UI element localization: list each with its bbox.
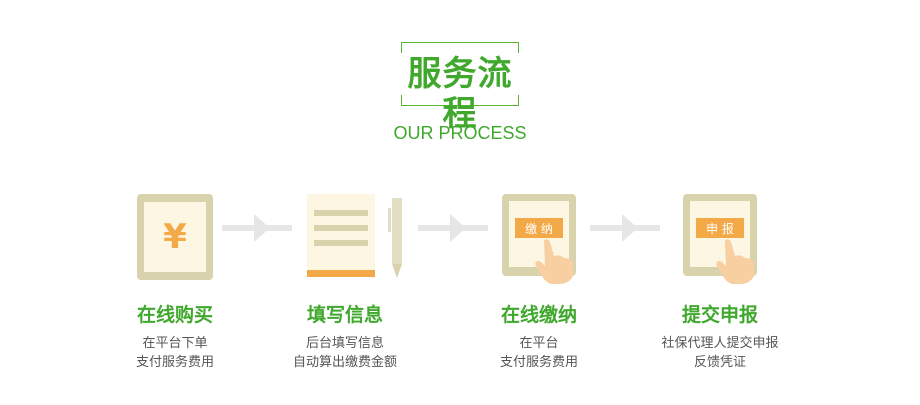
notepad-pen-icon bbox=[255, 190, 435, 286]
yuan-tablet-icon: ¥ bbox=[85, 190, 265, 286]
page-subtitle: OUR PROCESS bbox=[393, 123, 527, 143]
step-name: 提交申报 bbox=[681, 304, 758, 326]
step-desc: 社保代理人提交申报 反馈凭证 bbox=[661, 336, 779, 370]
step-online-payment: 缴 纳 在线缴纳 在平台 支付服务费用 bbox=[449, 190, 629, 370]
step-desc: 在平台下单 支付服务费用 bbox=[135, 336, 214, 370]
step-name: 在线缴纳 bbox=[500, 304, 577, 326]
button-label: 缴 纳 bbox=[525, 221, 553, 236]
arrow-right-icon bbox=[418, 214, 488, 242]
arrow-right-icon bbox=[222, 214, 292, 242]
title-frame: 服务流程 bbox=[401, 42, 519, 134]
step-submit-declaration: 申 报 提交申报 社保代理人提交申报 反馈凭证 bbox=[630, 190, 810, 370]
button-label: 申 报 bbox=[706, 221, 734, 236]
step-name: 填写信息 bbox=[306, 304, 383, 326]
yuan-symbol: ¥ bbox=[163, 217, 187, 257]
step-fill-info: 填写信息 后台填写信息 自动算出缴费金额 bbox=[255, 190, 435, 370]
step-online-purchase: ¥ 在线购买 在平台下单 支付服务费用 bbox=[85, 190, 265, 370]
tablet-tap-icon: 缴 纳 bbox=[449, 190, 629, 286]
step-desc: 在平台 支付服务费用 bbox=[499, 336, 578, 370]
arrow-right-icon bbox=[590, 214, 660, 242]
tablet-tap-icon: 申 报 bbox=[630, 190, 810, 286]
step-name: 在线购买 bbox=[136, 304, 213, 326]
step-desc: 后台填写信息 自动算出缴费金额 bbox=[292, 336, 397, 370]
page-title: 服务流程 bbox=[407, 54, 513, 134]
